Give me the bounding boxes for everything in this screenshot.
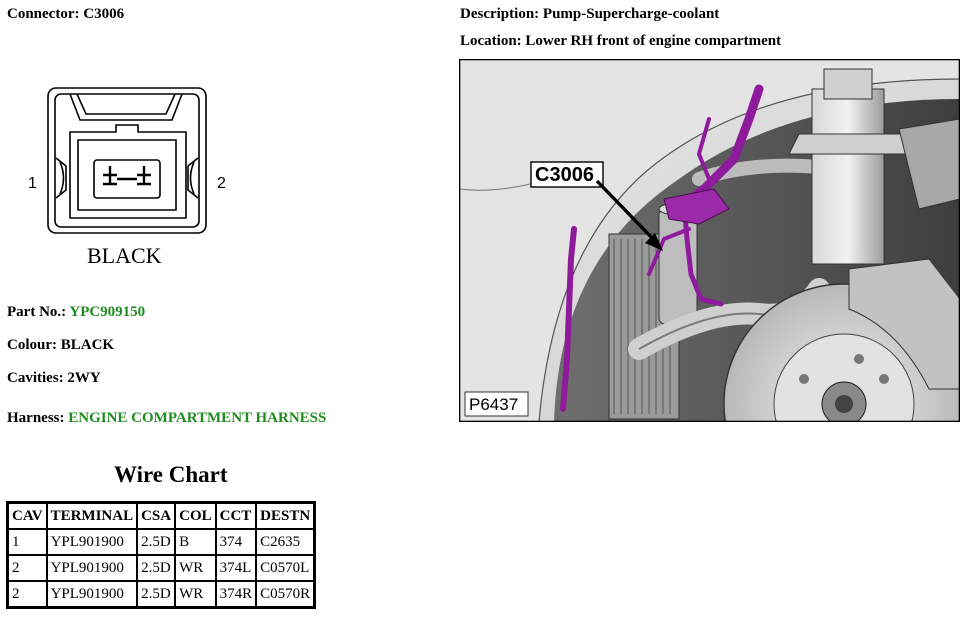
cell-csa: 2.5D <box>136 528 177 556</box>
cavities-label: Cavities: <box>7 370 64 386</box>
colour-line: Colour: BLACK <box>7 337 114 354</box>
table-row: 2 YPL901900 2.5D WR 374R C0570R <box>6 580 316 609</box>
cell-cct: 374 <box>214 528 258 556</box>
part-no-line: Part No.: YPC909150 <box>7 304 145 321</box>
cavities-value: 2WY <box>67 370 101 386</box>
table-row: 2 YPL901900 2.5D WR 374L C0570L <box>6 554 316 582</box>
description-label: Description: <box>460 6 540 22</box>
callout-arrowhead <box>645 233 663 251</box>
cell-col: WR <box>174 580 217 609</box>
location-line: Location: Lower RH front of engine compa… <box>460 33 781 50</box>
location-value: Lower RH front of engine compartment <box>525 33 782 49</box>
cell-destn: C0570L <box>255 554 316 582</box>
cell-terminal: YPL901900 <box>45 528 139 556</box>
connector-housing-outline <box>47 87 207 234</box>
cell-cav: 1 <box>6 528 48 556</box>
diagram-colour-caption: BLACK <box>87 243 162 268</box>
col-header-cct: CCT <box>214 501 258 530</box>
engine-compartment-illustration: C3006 P6437 <box>459 59 960 422</box>
terminal-1 <box>103 166 117 186</box>
cell-cct: 374L <box>214 554 258 582</box>
description-value: Pump-Supercharge-coolant <box>542 6 720 22</box>
connector-value: C3006 <box>83 6 125 22</box>
wire-chart-table: CAV TERMINAL CSA COL CCT DESTN 1 YPL9019… <box>6 501 317 609</box>
cell-destn: C0570R <box>255 580 316 609</box>
cell-cav: 2 <box>6 554 48 582</box>
col-header-cav: CAV <box>6 501 48 530</box>
table-row: 1 YPL901900 2.5D B 374 C2635 <box>6 528 316 556</box>
harness-value[interactable]: ENGINE COMPARTMENT HARNESS <box>68 410 327 426</box>
cell-cct: 374R <box>214 580 258 609</box>
harness-label: Harness: <box>7 410 65 426</box>
col-header-terminal: TERMINAL <box>45 501 139 530</box>
callout-box <box>530 161 604 188</box>
suspension-strut <box>811 88 885 265</box>
figure-id-box <box>464 391 529 417</box>
col-header-col: COL <box>174 501 217 530</box>
table-header-row: CAV TERMINAL CSA COL CCT DESTN <box>6 501 316 530</box>
cell-terminal: YPL901900 <box>45 580 139 609</box>
colour-label: Colour: <box>7 337 57 353</box>
connector-face-diagram: 1 2 BLACK <box>28 87 226 268</box>
cell-csa: 2.5D <box>136 554 177 582</box>
connector-c3006 <box>663 188 730 225</box>
illustration-border <box>459 59 960 422</box>
connector-line: Connector: C3006 <box>7 6 124 23</box>
part-no-label: Part No.: <box>7 304 67 320</box>
cell-col: B <box>174 528 217 556</box>
wire-chart-title: Wire Chart <box>114 462 228 487</box>
cell-csa: 2.5D <box>136 580 177 609</box>
cell-destn: C2635 <box>255 528 316 556</box>
terminal-2 <box>137 166 151 186</box>
cavities-line: Cavities: 2WY <box>7 370 101 387</box>
harness-line: Harness: ENGINE COMPARTMENT HARNESS <box>7 410 326 427</box>
terminal-window <box>93 159 161 199</box>
part-no-value[interactable]: YPC909150 <box>69 304 146 320</box>
col-header-destn: DESTN <box>255 501 316 530</box>
cell-col: WR <box>174 554 217 582</box>
callout-label: C3006 <box>535 164 594 186</box>
cell-terminal: YPL901900 <box>45 554 139 582</box>
colour-value: BLACK <box>60 337 115 353</box>
callout-leader <box>595 179 657 243</box>
description-line: Description: Pump-Supercharge-coolant <box>460 6 719 23</box>
pin-2-label: 2 <box>217 175 226 192</box>
pin-1-label: 1 <box>28 175 37 192</box>
connector-label: Connector: <box>7 6 80 22</box>
figure-id: P6437 <box>469 395 518 414</box>
location-label: Location: <box>460 33 522 49</box>
cell-cav: 2 <box>6 580 48 609</box>
col-header-csa: CSA <box>136 501 177 530</box>
